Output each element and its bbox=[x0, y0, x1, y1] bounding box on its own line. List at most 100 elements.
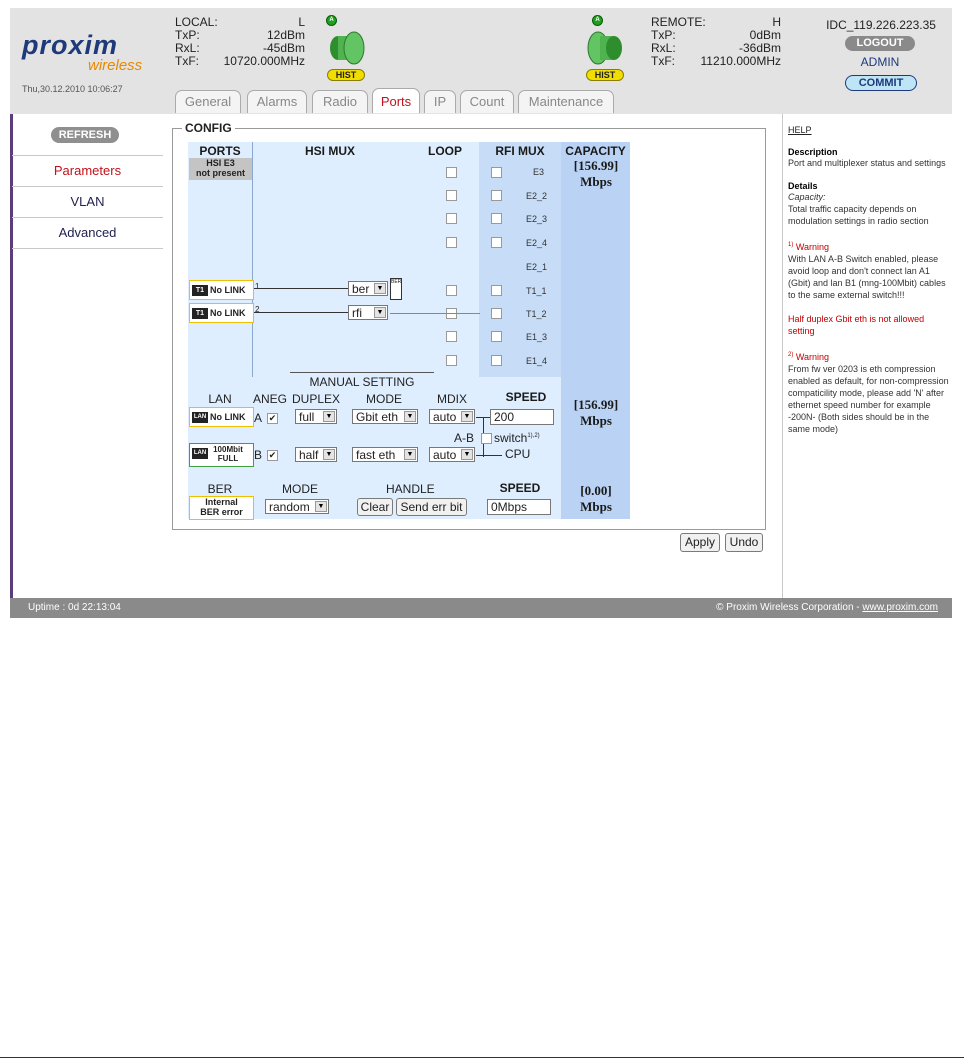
send-err-bit-button[interactable]: Send err bit bbox=[396, 498, 467, 516]
sidebar-item-parameters[interactable]: Parameters bbox=[12, 156, 163, 187]
sidebar-item-advanced[interactable]: Advanced bbox=[12, 218, 163, 249]
rfi-checkbox-t1-1[interactable] bbox=[491, 285, 502, 296]
mode-b-select[interactable]: fast eth▼ bbox=[352, 447, 418, 462]
proxim-link[interactable]: www.proxim.com bbox=[862, 602, 938, 613]
duplex-a-value: full bbox=[299, 410, 315, 424]
loop-checkbox-e2-4[interactable] bbox=[446, 237, 457, 248]
rfi-checkbox-t1-2[interactable] bbox=[491, 308, 502, 319]
mode-a-value: Gbit eth bbox=[356, 410, 399, 424]
tab-count[interactable]: Count bbox=[460, 90, 514, 113]
chevron-down-icon: ▼ bbox=[323, 411, 335, 422]
help-description: Port and multiplexer status and settings bbox=[788, 158, 946, 168]
manual-setting-rule bbox=[290, 372, 434, 373]
local-txf-label: TxF: bbox=[175, 54, 199, 68]
user-label: ADMIN bbox=[860, 55, 900, 69]
cpu-connector bbox=[476, 455, 502, 456]
t1-2-mux-value: rfi bbox=[352, 306, 362, 320]
rfi-checkbox-e2-3[interactable] bbox=[491, 213, 502, 224]
tab-ip[interactable]: IP bbox=[424, 90, 456, 113]
chevron-down-icon: ▼ bbox=[461, 411, 473, 422]
lan-a-status: No LINK bbox=[210, 412, 246, 422]
capacity-column bbox=[561, 142, 630, 519]
tab-maintenance[interactable]: Maintenance bbox=[518, 90, 614, 113]
remote-stats: REMOTE:H TxP:0dBm RxL:-36dBm TxF:11210.0… bbox=[651, 16, 781, 68]
hsi-e3-status: HSI E3 not present bbox=[189, 158, 252, 180]
speed-input[interactable]: 200 bbox=[490, 409, 554, 425]
sidebar-item-vlan[interactable]: VLAN bbox=[12, 187, 163, 218]
ber-status-line2: BER error bbox=[200, 507, 243, 517]
t1-port-2-num: 2 bbox=[255, 305, 260, 314]
commit-button[interactable]: COMMIT bbox=[845, 75, 917, 91]
mux-line-rfi bbox=[390, 313, 480, 314]
chevron-down-icon: ▼ bbox=[374, 283, 386, 294]
ber-status-line1: Internal bbox=[205, 497, 238, 507]
capacity-bottom-unit: Mbps bbox=[580, 499, 612, 514]
ab-switch-checkbox[interactable] bbox=[481, 433, 492, 444]
duplex-a-select[interactable]: full ▼ bbox=[295, 409, 337, 424]
help-warning1-title: 1) Warning bbox=[788, 239, 950, 253]
t1-1-mux-select[interactable]: ber ▼ bbox=[348, 281, 388, 296]
remote-status-led: A bbox=[592, 15, 603, 26]
tab-ports[interactable]: Ports bbox=[372, 88, 420, 113]
remote-hist-button[interactable]: HIST bbox=[586, 69, 624, 81]
chevron-down-icon: ▼ bbox=[374, 307, 386, 318]
t1-port-2-status: No LINK bbox=[210, 308, 246, 318]
refresh-button[interactable]: REFRESH bbox=[51, 127, 119, 143]
config-title: CONFIG bbox=[182, 121, 235, 135]
rfi-label-e2-4: E2_4 bbox=[526, 238, 548, 248]
loop-checkbox-e2-3[interactable] bbox=[446, 213, 457, 224]
ber-mode-select[interactable]: random▼ bbox=[265, 499, 329, 514]
capacity-top: [156.99] Mbps bbox=[564, 158, 628, 190]
help-details-title: Details bbox=[788, 181, 818, 191]
local-rxl-label: RxL: bbox=[175, 41, 200, 55]
mdix-b-select[interactable]: auto▼ bbox=[429, 447, 475, 462]
rfi-checkbox-e3[interactable] bbox=[491, 167, 502, 178]
mdix-header: MDIX bbox=[437, 392, 467, 406]
lan-b-status: 100Mbit FULL bbox=[213, 444, 243, 463]
rfi-checkbox-e1-4[interactable] bbox=[491, 355, 502, 366]
chevron-down-icon: ▼ bbox=[315, 501, 327, 512]
rfi-checkbox-e2-2[interactable] bbox=[491, 190, 502, 201]
loop-checkbox-e3[interactable] bbox=[446, 167, 457, 178]
rfi-label-e1-3: E1_3 bbox=[526, 332, 548, 342]
capacity-mid-unit: Mbps bbox=[580, 413, 612, 428]
local-antenna-icon[interactable] bbox=[328, 28, 368, 68]
aneg-b-checkbox[interactable]: ✔ bbox=[267, 450, 278, 461]
clear-button[interactable]: Clear bbox=[357, 498, 393, 516]
handle-header: HANDLE bbox=[386, 482, 435, 496]
capacity-mid-value: 156.99 bbox=[578, 397, 614, 412]
capacity-top-value: 156.99 bbox=[578, 158, 614, 173]
undo-button[interactable]: Undo bbox=[725, 533, 763, 552]
aneg-a-checkbox[interactable]: ✔ bbox=[267, 413, 278, 424]
remote-txp-label: TxP: bbox=[651, 28, 676, 42]
remote-rxl-label: RxL: bbox=[651, 41, 676, 55]
local-hist-button[interactable]: HIST bbox=[327, 69, 365, 81]
rfi-label-e2-1: E2_1 bbox=[526, 262, 548, 272]
help-capacity-text: Total traffic capacity depends on modula… bbox=[788, 204, 929, 226]
local-txp: 12dBm bbox=[266, 28, 305, 42]
copyright-text: © Proxim Wireless Corporation - www.prox… bbox=[716, 598, 938, 618]
rfi-checkbox-e1-3[interactable] bbox=[491, 331, 502, 342]
loop-checkbox-e1-3[interactable] bbox=[446, 331, 457, 342]
duplex-b-select[interactable]: half▼ bbox=[295, 447, 337, 462]
tab-radio[interactable]: Radio bbox=[312, 90, 368, 113]
tab-general[interactable]: General bbox=[175, 90, 241, 113]
mdix-a-select[interactable]: auto▼ bbox=[429, 409, 475, 424]
apply-button[interactable]: Apply bbox=[680, 533, 720, 552]
help-warning2-text: From fw ver 0203 is eth compression enab… bbox=[788, 364, 949, 434]
t1-1-mux-value: ber bbox=[352, 282, 370, 296]
loop-checkbox-e2-2[interactable] bbox=[446, 190, 457, 201]
rfi-checkbox-e2-4[interactable] bbox=[491, 237, 502, 248]
loop-checkbox-e1-4[interactable] bbox=[446, 355, 457, 366]
loop-checkbox-t1-1[interactable] bbox=[446, 285, 457, 296]
t1-2-mux-select[interactable]: rfi ▼ bbox=[348, 305, 388, 320]
chevron-down-icon: ▼ bbox=[323, 449, 335, 460]
remote-antenna-icon[interactable] bbox=[584, 28, 624, 68]
tab-alarms[interactable]: Alarms bbox=[247, 90, 307, 113]
logout-button[interactable]: LOGOUT bbox=[845, 36, 915, 51]
chevron-down-icon: ▼ bbox=[404, 411, 416, 422]
mode-a-select[interactable]: Gbit eth ▼ bbox=[352, 409, 418, 424]
ber-speed-input[interactable]: 0Mbps bbox=[487, 499, 551, 515]
